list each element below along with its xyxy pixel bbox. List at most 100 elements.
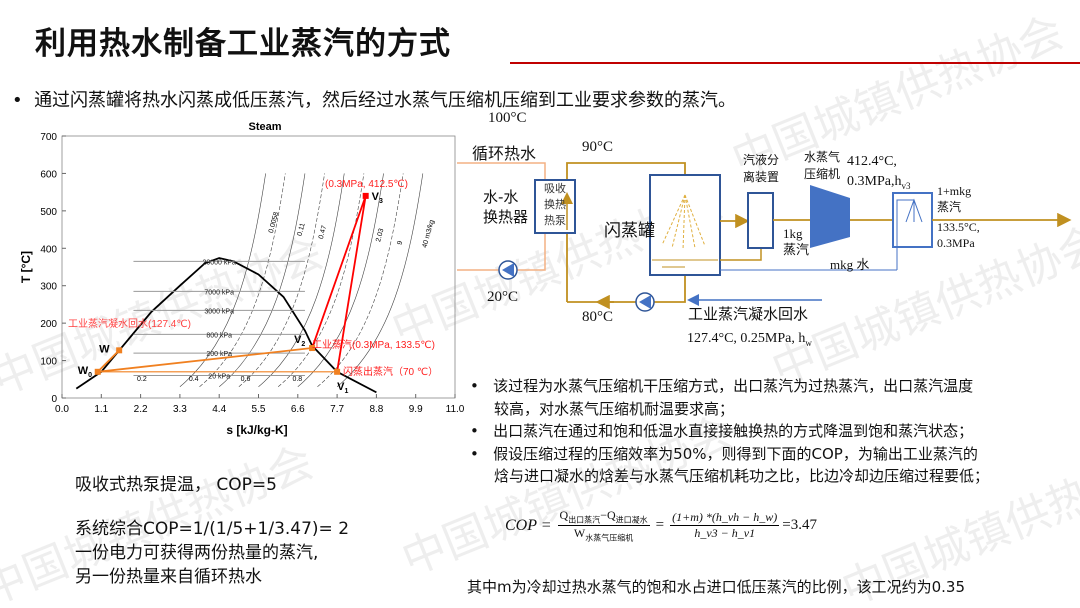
state-point-v1 [334,368,341,375]
isobar-label: 20 kPa [208,374,230,381]
footnote: 其中m为冷却过热水蒸气的饱和水占进口低压蒸汽的比例，该工况约为0.35 [467,578,966,596]
state-label: V2 [294,334,305,348]
x-tick-label: 6.6 [291,404,305,415]
annotation-w: 工业蒸汽凝水回水(127.4℃) [68,317,191,330]
x-tick-label: 7.7 [330,404,344,415]
isoline [317,173,404,388]
x-tick-label: 1.1 [94,404,108,415]
bullet-list: • 该过程为水蒸气压缩机干压缩方式，出口蒸汽为过热蒸汽，出口蒸汽温度 较高，对水… [470,375,989,488]
y-tick-label: 300 [40,282,57,293]
annotation-v3: (0.3MPa, 412.5℃) [325,179,408,190]
y-tick-label: 700 [40,132,57,143]
isoline [219,173,306,388]
state-point-w0 [94,368,101,375]
x-tick-label: 4.4 [212,404,226,415]
x-tick-label: 11.0 [446,404,465,415]
volume-label: 0.47 [318,225,328,240]
x-tick-label: 9.9 [409,404,423,415]
x-tick-label: 3.3 [173,404,187,415]
state-label: W [99,343,110,355]
state-point-v2 [309,345,316,352]
ts-chart: Steam 0.0 1.1 2.2 3.3 4.4 5.5 6.6 7.7 8.8 9.9 11.0… [19,121,465,437]
y-tick-label: 400 [40,244,57,255]
isoline [238,173,325,388]
chart-title: Steam [248,121,281,133]
y-tick-label: 100 [40,357,57,368]
state-label: V1 [337,381,348,395]
separator-label: 汽液分离装置 [743,153,780,184]
y-tick-label: 200 [40,319,57,330]
bullet-item: • 该过程为水蒸气压缩机干压缩方式，出口蒸汽为过热蒸汽，出口蒸汽温度 [470,377,974,395]
temp-20: 20°C [487,289,519,305]
main-bullet-text: 通过闪蒸罐将热水闪蒸成低压蒸汽，然后经过水蒸气压缩机压缩到工业要求参数的蒸汽。 [34,90,737,111]
separator-drain [720,248,762,261]
outlet-params: 412.4°C,0.3MPa,hv3 [847,154,911,191]
state-point-v3 [362,192,369,199]
water-line [896,199,914,270]
bullet-item-cont: 焓与进口凝水的焓差与水蒸气压缩机耗功之比，比边冷却边压缩过程要低； [494,467,990,485]
y-tick-label: 600 [40,169,57,180]
desuperheater-box [892,192,933,248]
isoline [179,173,266,388]
hx-label: 水-水换热器 [483,188,529,226]
compressor-icon [810,185,850,248]
water-mkg-label: mkg 水 [830,257,870,272]
flash-tank-label: 闪蒸罐 [604,221,655,241]
isoline [258,173,345,388]
annotation-v2: 工业蒸汽(0.3MPa, 133.5℃) [312,338,435,351]
state-label: V3 [372,191,383,205]
spray-icon [661,194,706,251]
condensate-params: 127.4°C, 0.25MPa, hw [687,331,812,348]
gold-loop-bottom [567,275,686,303]
isobar-label: 20000 kPa [202,259,236,266]
x-axis-label: s [kJ/kg-K] [226,423,287,437]
heat-pump-box [534,179,576,234]
y-tick-label: 0 [51,394,57,405]
heat-pump-label: 吸收换热热泵 [544,182,566,227]
isobar-label: 800 kPa [206,332,232,339]
cop-formula: COP = Q出口蒸汽−Q进口凝水 W水蒸气压缩机 = (1+m) *(h_vh… [505,508,817,543]
x-tick-label: 0.0 [55,404,69,415]
saturation-dome [75,257,377,394]
isoline [297,173,384,388]
isoline [199,173,286,388]
x-tick-label: 2.2 [134,404,148,415]
isobar-label: 3000 kPa [204,308,234,315]
quality-label: 0.4 [189,376,199,383]
flash-tank-box [649,174,721,276]
separator-box [747,192,774,249]
x-tick-label: 8.8 [369,404,383,415]
condensate-label: 工业蒸汽凝水回水 [688,305,809,323]
y-axis-label: T [°C] [19,251,33,283]
quality-label: 0.8 [292,376,302,383]
bullet-item: • 假设压缩过程的压缩效率为50%，则得到下面的COP，为输出工业蒸汽的 [470,444,978,463]
volume-label: 9 [397,240,405,246]
bullet-item: • 出口蒸汽在通过和饱和低温水直接接触换热的方式降温到饱和蒸汽状态； [470,422,974,440]
temp-100: 100°C [488,110,527,126]
title-divider [510,62,1080,64]
bullet-item-cont: 较高，对水蒸气压缩机耐温要求高； [494,399,735,418]
isobar-label: 200 kPa [206,351,232,358]
pump-icon [498,260,518,280]
volume-label: 0.11 [297,222,307,237]
isobar-label: 7000 kPa [204,289,234,296]
isoline [277,173,365,388]
compressor-label: 水蒸气压缩机 [804,150,841,181]
state-point-w [116,347,123,354]
volume-label: 2.03 [375,228,385,243]
isoline [336,173,424,388]
main-bullet: • 通过闪蒸罐将热水闪蒸成低压蒸汽，然后经过水蒸气压缩机压缩到工业要求参数的蒸汽… [12,90,737,111]
page-title: 利用热水制备工业蒸汽的方式 [35,26,451,62]
temp-80: 80°C [582,309,614,325]
hot-water-label: 循环热水 [472,144,537,163]
temp-90: 90°C [582,139,614,155]
x-tick-label: 5.5 [252,404,266,415]
quality-label: 0.2 [137,376,147,383]
heat-pump-note: 吸收式热泵提温， COP=5 [75,475,277,495]
annotation-v1: 闪蒸出蒸汽（70 ℃） [343,365,438,378]
